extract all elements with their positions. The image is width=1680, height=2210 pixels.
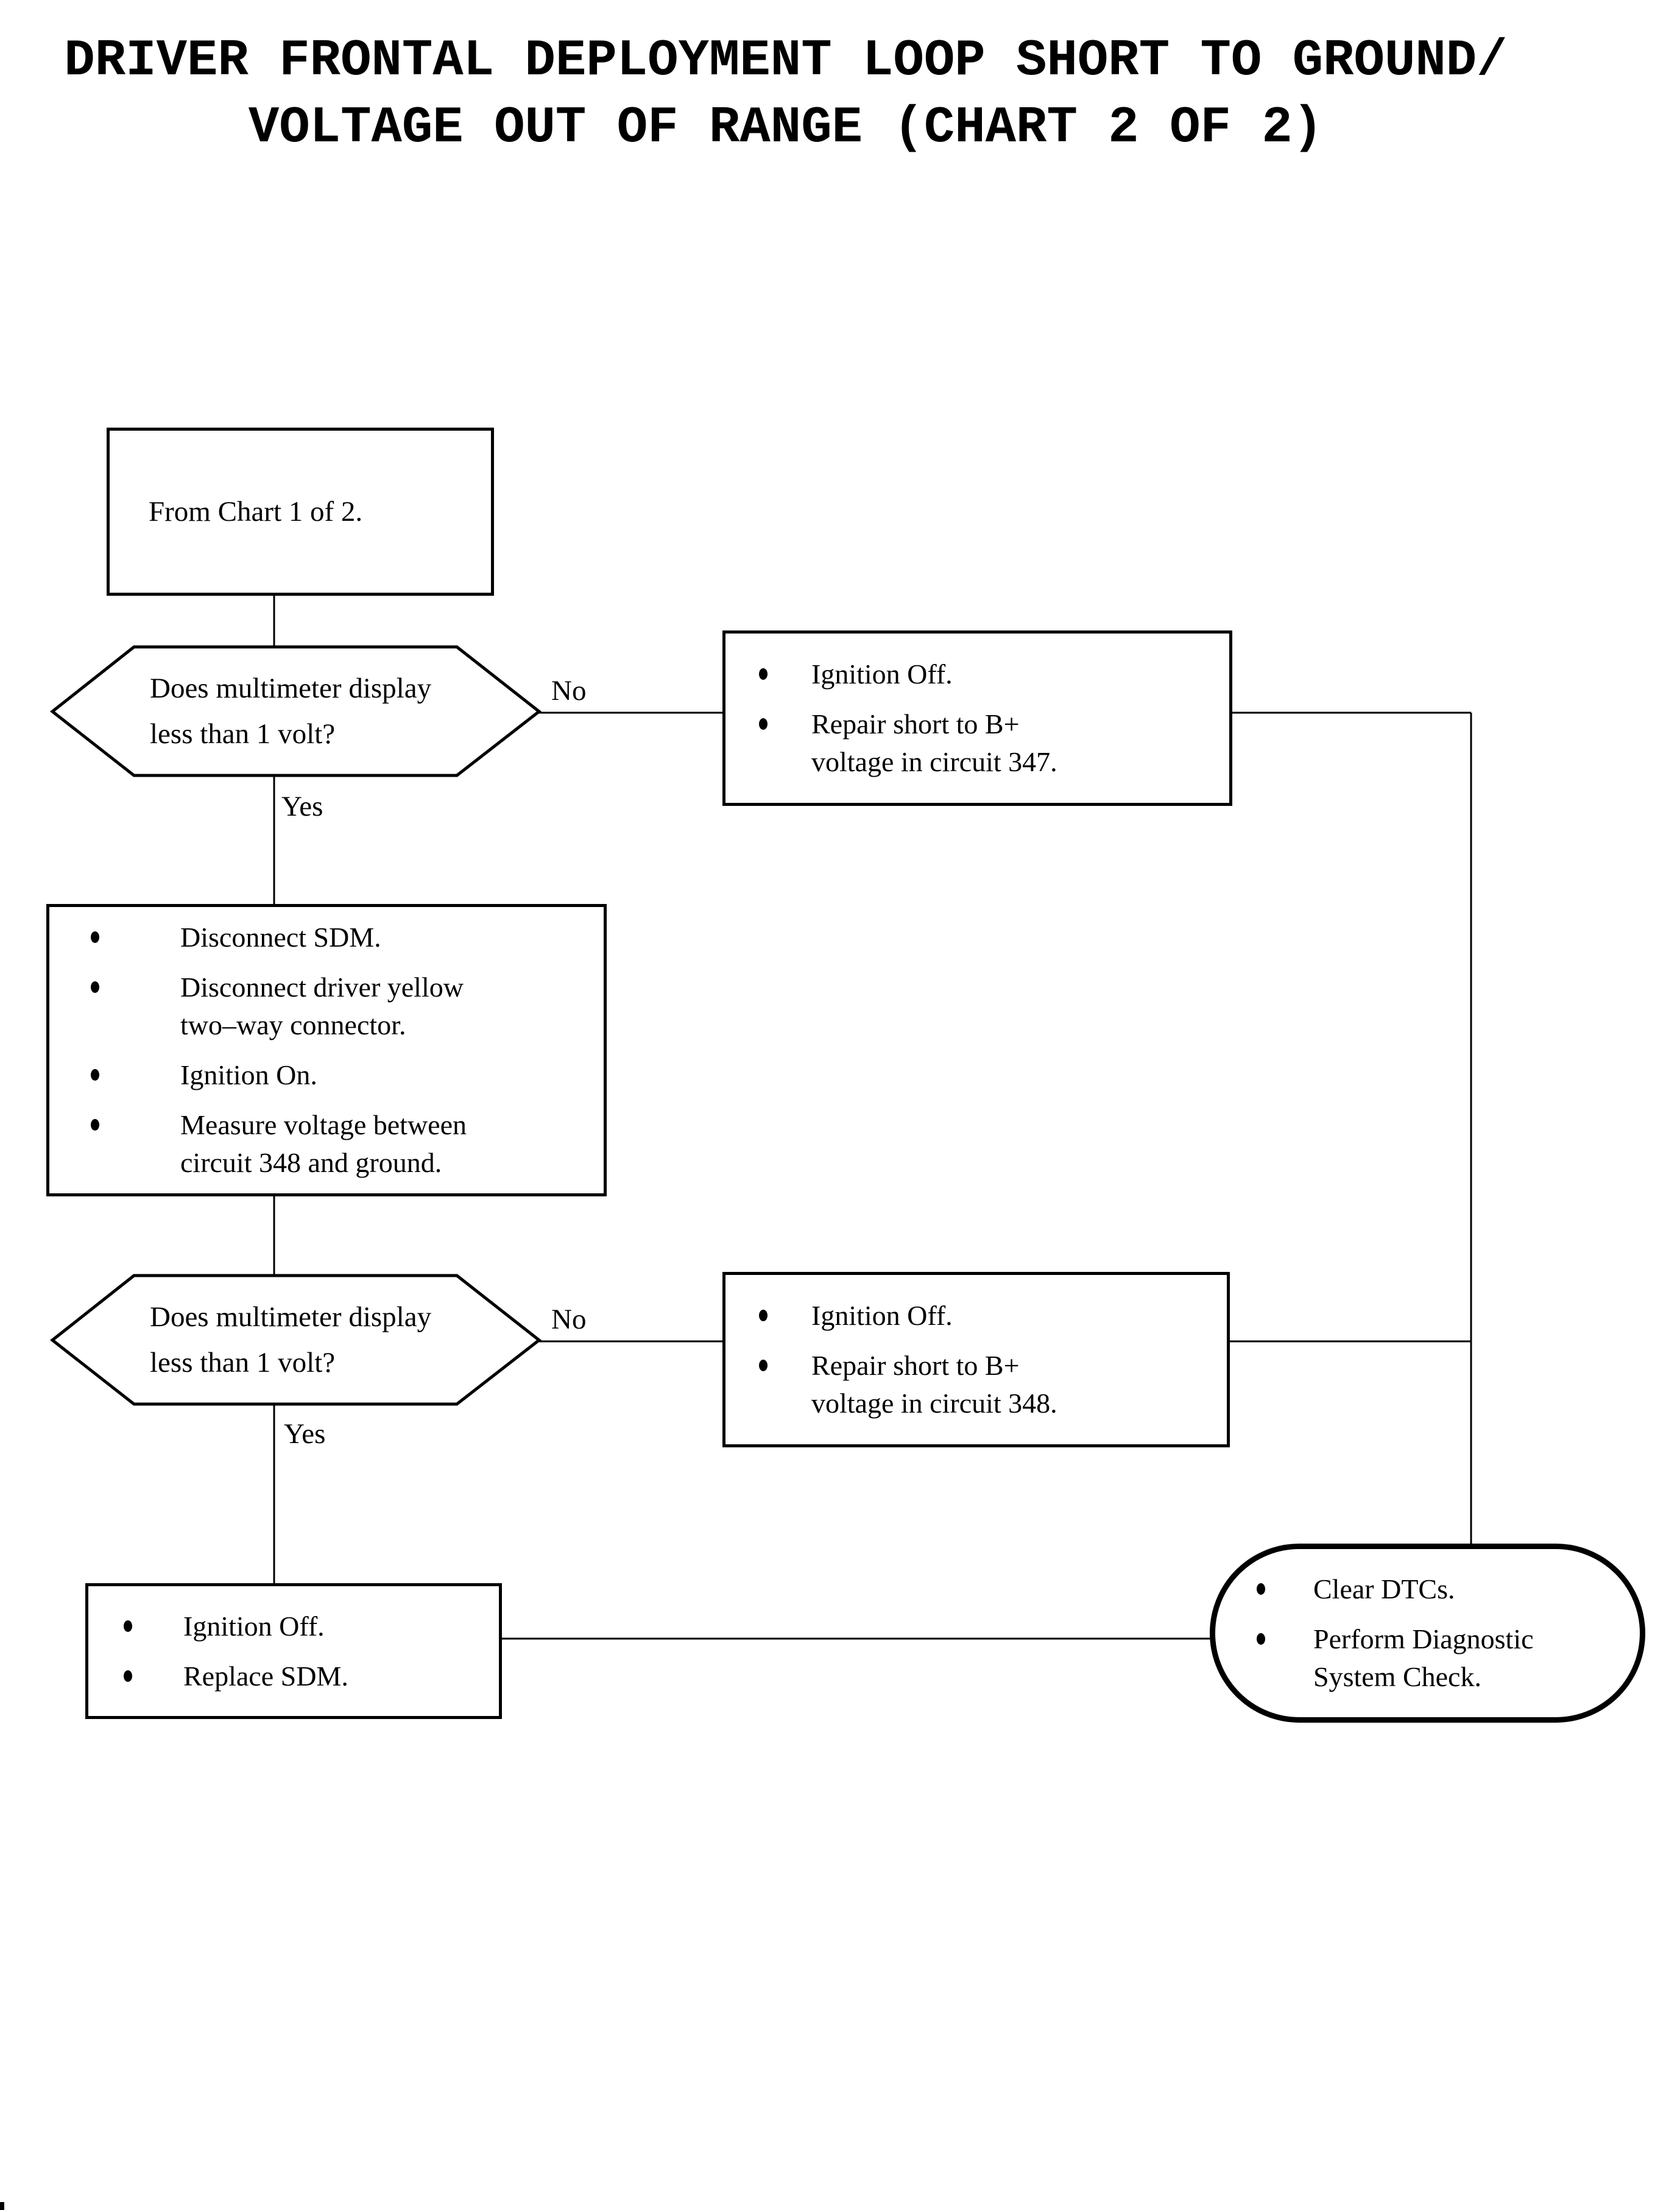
- procedure-node: Disconnect SDM. Disconnect driver yellow…: [46, 904, 607, 1196]
- decision1-yes-label: Yes: [281, 791, 323, 822]
- decision2-no-label: No: [551, 1304, 587, 1335]
- list-item-text: Repair short to B+ voltage in circuit 34…: [811, 1350, 1057, 1419]
- list-item-text: Perform Diagnostic System Check.: [1313, 1623, 1534, 1692]
- list-item-text: Ignition Off.: [811, 658, 953, 690]
- decision1-hexagon: [49, 645, 542, 777]
- list-item: Ignition On.: [91, 1056, 585, 1094]
- list-item: Ignition Off.: [759, 1297, 1209, 1335]
- terminal-node: Clear DTCs. Perform Diagnostic System Ch…: [1210, 1544, 1645, 1723]
- list-item: Measure voltage between circuit 348 and …: [91, 1106, 585, 1182]
- list-item: Repair short to B+ voltage in circuit 34…: [759, 1347, 1209, 1422]
- list-item-text: Ignition On.: [180, 1059, 317, 1090]
- bullet-icon: [1257, 1583, 1265, 1595]
- start-node: From Chart 1 of 2.: [107, 428, 494, 596]
- bullet-icon: [759, 1310, 768, 1321]
- start-node-text: From Chart 1 of 2.: [149, 496, 363, 528]
- list-item-text: Repair short to B+ voltage in circuit 34…: [811, 708, 1057, 777]
- bullet-icon: [759, 1360, 768, 1371]
- bullet-icon: [124, 1620, 132, 1632]
- action-no2-node: Ignition Off. Repair short to B+ voltage…: [722, 1272, 1230, 1447]
- list-item-text: Measure voltage between circuit 348 and …: [180, 1109, 467, 1178]
- list-item-text: Ignition Off.: [183, 1610, 325, 1642]
- bullet-icon: [759, 718, 768, 730]
- decision2-hexagon: [49, 1274, 542, 1406]
- list-item: Clear DTCs.: [1257, 1570, 1622, 1608]
- scan-artifact-dot: [0, 2202, 4, 2210]
- bullet-icon: [91, 931, 99, 943]
- bullet-icon: [759, 668, 768, 680]
- bullet-icon: [1257, 1633, 1265, 1645]
- bullet-icon: [91, 1069, 99, 1081]
- list-item-text: Ignition Off.: [811, 1300, 953, 1331]
- page-title: DRIVER FRONTAL DEPLOYMENT LOOP SHORT TO …: [64, 32, 1508, 157]
- action-yes-node: Ignition Off. Replace SDM.: [85, 1583, 502, 1719]
- bullet-icon: [91, 1119, 99, 1131]
- action-no1-node: Ignition Off. Repair short to B+ voltage…: [722, 630, 1232, 806]
- decision1-no-label: No: [551, 675, 587, 707]
- list-item: Repair short to B+ voltage in circuit 34…: [759, 705, 1211, 781]
- bullet-icon: [91, 981, 99, 993]
- list-item: Disconnect driver yellow two–way connect…: [91, 969, 585, 1044]
- list-item: Ignition Off.: [759, 655, 1211, 693]
- bullet-icon: [124, 1670, 132, 1682]
- list-item: Ignition Off.: [124, 1608, 487, 1645]
- list-item: Perform Diagnostic System Check.: [1257, 1620, 1622, 1696]
- list-item-text: Clear DTCs.: [1313, 1573, 1455, 1605]
- decision2-text: Does multimeter display less than 1 volt…: [150, 1301, 432, 1379]
- decision2-yes-label: Yes: [284, 1418, 326, 1450]
- list-item-text: Disconnect SDM.: [180, 922, 381, 953]
- decision1-text: Does multimeter display less than 1 volt…: [150, 673, 432, 750]
- list-item-text: Replace SDM.: [183, 1660, 348, 1692]
- list-item: Disconnect SDM.: [91, 919, 585, 956]
- list-item: Replace SDM.: [124, 1658, 487, 1695]
- list-item-text: Disconnect driver yellow two–way connect…: [180, 972, 464, 1040]
